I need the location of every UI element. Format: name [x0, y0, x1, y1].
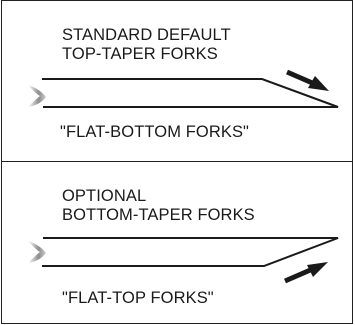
fork-end-shading-icon: [28, 241, 46, 263]
arrow-icon: [284, 262, 328, 284]
panel-top-title-line-2: TOP-TAPER FORKS: [62, 45, 218, 63]
bottom-taper-fork-drawing: [28, 237, 339, 284]
panel-bottom-title-line-2: BOTTOM-TAPER FORKS: [62, 206, 255, 224]
fork-outline: [42, 237, 339, 267]
top-taper-fork-drawing: [28, 69, 339, 108]
panel-top-taper: STANDARD DEFAULT TOP-TAPER FORKS "FLAT-B…: [1, 0, 353, 162]
panel-bottom-taper: OPTIONAL BOTTOM-TAPER FORKS "FLAT-TOP FO…: [1, 161, 353, 324]
panel-bottom-caption: "FLAT-TOP FORKS": [62, 289, 214, 307]
fork-end-shading-icon: [28, 85, 46, 107]
panel-bottom-title-line-1: OPTIONAL: [62, 187, 147, 205]
panel-top-caption: "FLAT-BOTTOM FORKS": [60, 123, 250, 141]
panel-top-title-line-1: STANDARD DEFAULT: [62, 26, 231, 44]
fork-outline: [42, 78, 339, 108]
arrow-icon: [286, 69, 329, 91]
